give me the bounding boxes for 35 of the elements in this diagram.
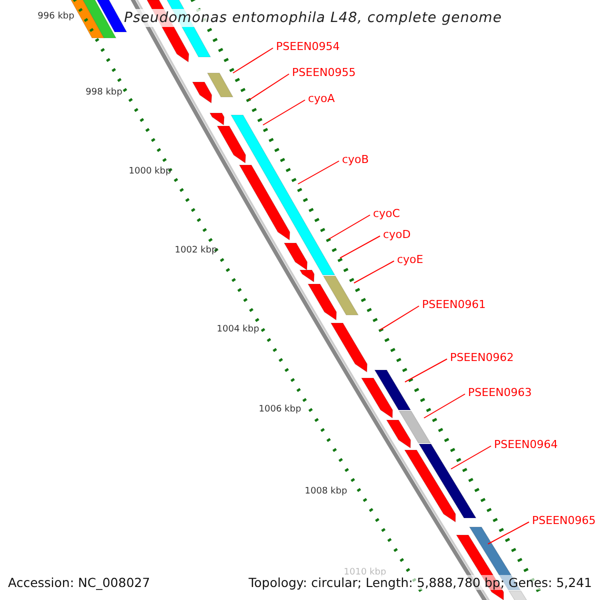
scale-tick-label: 996 kbp: [38, 12, 74, 22]
leader-line: [298, 160, 340, 184]
scale-tick-label: 998 kbp: [86, 88, 122, 98]
gene-label: PSEEN0962: [450, 351, 514, 364]
title: Pseudomonas entomophila L48, complete genome: [124, 9, 502, 27]
leader-line: [354, 260, 394, 284]
gene-label: PSEEN0964: [494, 438, 558, 451]
leader-line: [328, 214, 370, 240]
leader-line: [404, 358, 448, 382]
gene-label: PSEEN0954: [276, 40, 340, 53]
genome-info-text: Topology: circular; Length: 5,888,780 bp; Genes: 5,241: [248, 575, 592, 590]
scale-tick-label: 1000 kbp: [128, 166, 172, 178]
gene-label: PSEEN0965: [532, 514, 596, 527]
scale-tick-label: 1006 kbp: [258, 404, 302, 416]
gene-label: PSEEN0955: [292, 66, 356, 79]
leader-line: [380, 306, 420, 330]
leader-line: [262, 100, 306, 126]
scale-tick-label: 1004 kbp: [216, 324, 260, 336]
gene-label: cyoD: [383, 228, 411, 241]
leader-line: [340, 236, 380, 258]
scale-tick-label: 1010 kbp: [344, 568, 386, 578]
gene-label: cyoA: [308, 92, 335, 105]
leader-line: [232, 48, 274, 74]
scale-tick-label: 1002 kbp: [174, 246, 218, 256]
gene-label: cyoC: [373, 207, 400, 220]
accession-text: Accession: NC_008027: [8, 575, 150, 590]
leader-line: [450, 446, 492, 470]
scale-tick-label: 1008 kbp: [304, 486, 348, 498]
leader-line: [488, 522, 530, 544]
leader-line: [424, 394, 466, 418]
leader-line: [248, 74, 290, 100]
gene-label: cyoB: [342, 153, 369, 166]
gene-label: cyoE: [397, 253, 424, 266]
gene-label: PSEEN0961: [422, 298, 486, 311]
gene-label: PSEEN0963: [468, 386, 532, 399]
